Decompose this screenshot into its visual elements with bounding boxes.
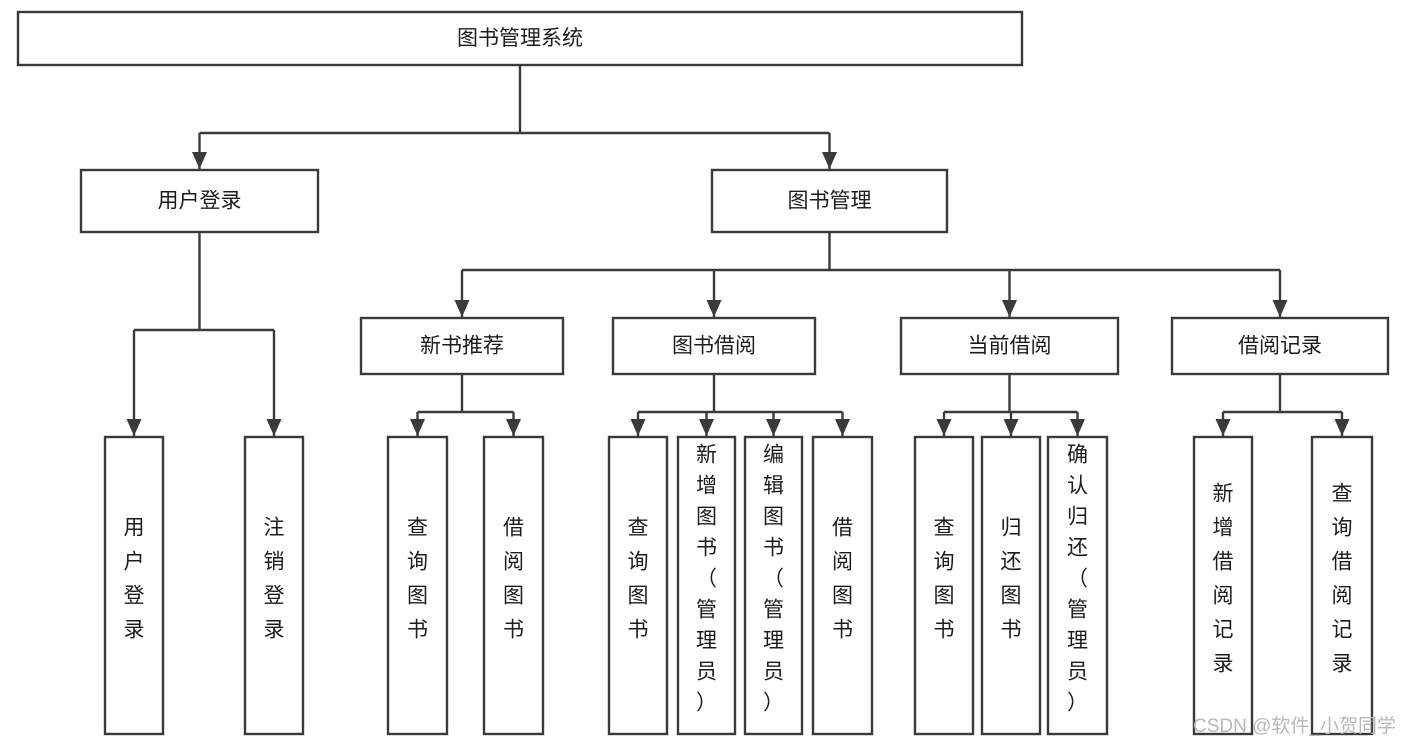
arrow-head-icon-leaf-7 bbox=[835, 419, 850, 436]
arrow-head-icon-leaf-0 bbox=[126, 419, 142, 436]
node-leaf-8[interactable]: 查询图书 bbox=[913, 435, 975, 736]
node-leaf-7[interactable]: 借阅图书 bbox=[811, 435, 874, 736]
node-leaf-1[interactable]: 注销登录 bbox=[243, 435, 305, 736]
node-level2-0[interactable]: 用户登录 bbox=[79, 168, 320, 234]
node-leaf-6-label: 编辑图书（管理员） bbox=[763, 444, 784, 715]
node-level3-3-label: 借阅记录 bbox=[1238, 335, 1322, 358]
arrow-head-icon-leaf-1 bbox=[266, 419, 282, 436]
arrow-head-icon-leaf-8 bbox=[936, 419, 952, 436]
node-leaf-5-box bbox=[676, 435, 737, 736]
node-leaf-3-label: 借阅图书 bbox=[503, 517, 524, 642]
node-level3-0-box bbox=[359, 316, 565, 376]
node-leaf-8-label: 查询图书 bbox=[934, 517, 955, 642]
csdn-watermark: CSDN @软件_小贺同学 bbox=[1193, 715, 1396, 737]
node-leaf-6[interactable]: 编辑图书（管理员） bbox=[743, 435, 804, 736]
node-leaf-0[interactable]: 用户登录 bbox=[103, 435, 165, 736]
arrow-head-icon-leaf-9 bbox=[1003, 419, 1019, 436]
node-level2-0-label: 用户登录 bbox=[158, 190, 242, 213]
node-leaf-10-box bbox=[1046, 435, 1109, 736]
node-layer: 图书管理系统用户登录图书管理新书推荐图书借阅当前借阅借阅记录用户登录注销登录查询… bbox=[16, 10, 1390, 736]
node-leaf-9[interactable]: 归还图书 bbox=[980, 435, 1042, 736]
arrow-head-icon-leaf-5 bbox=[699, 419, 714, 436]
arrow-head-icon-level3-3 bbox=[1272, 300, 1288, 317]
node-leaf-8-box bbox=[913, 435, 975, 736]
node-leaf-7-label: 借阅图书 bbox=[832, 517, 853, 642]
node-leaf-1-box bbox=[243, 435, 305, 736]
node-leaf-11-label: 新增借阅记录 bbox=[1213, 483, 1234, 676]
connector-layer bbox=[126, 65, 1350, 436]
node-level3-2-box bbox=[899, 316, 1120, 376]
node-level3-0-label: 新书推荐 bbox=[420, 335, 504, 358]
node-leaf-1-label: 注销登录 bbox=[264, 517, 285, 642]
arrow-head-icon-level2-1 bbox=[822, 152, 837, 169]
node-root-book-management-system-box bbox=[16, 10, 1024, 67]
node-level2-1-box bbox=[710, 168, 949, 234]
node-level2-0-box bbox=[79, 168, 320, 234]
arrow-head-icon-level3-0 bbox=[454, 300, 470, 317]
node-leaf-3[interactable]: 借阅图书 bbox=[482, 435, 545, 736]
arrow-head-icon-level3-1 bbox=[706, 300, 722, 317]
node-level3-1-box bbox=[611, 316, 817, 376]
arrow-head-icon-leaf-6 bbox=[766, 419, 781, 436]
node-leaf-11[interactable]: 新增借阅记录 bbox=[1192, 435, 1254, 736]
node-leaf-12-box bbox=[1310, 435, 1374, 736]
node-leaf-0-label: 用户登录 bbox=[124, 517, 145, 642]
node-leaf-9-box bbox=[980, 435, 1042, 736]
node-leaf-0-box bbox=[103, 435, 165, 736]
node-leaf-5[interactable]: 新增图书（管理员） bbox=[676, 435, 737, 736]
arrow-head-icon-level3-2 bbox=[1002, 300, 1017, 317]
node-leaf-12[interactable]: 查询借阅记录 bbox=[1310, 435, 1374, 736]
node-leaf-4-label: 查询图书 bbox=[628, 517, 649, 642]
node-leaf-12-label: 查询借阅记录 bbox=[1332, 483, 1353, 676]
node-leaf-10[interactable]: 确认归还（管理员） bbox=[1046, 435, 1109, 736]
node-leaf-5-label: 新增图书（管理员） bbox=[696, 444, 717, 715]
arrow-head-icon-leaf-11 bbox=[1215, 419, 1231, 436]
node-level3-2[interactable]: 当前借阅 bbox=[899, 316, 1120, 376]
node-leaf-2-label: 查询图书 bbox=[407, 517, 428, 642]
arrow-head-icon-leaf-2 bbox=[410, 419, 425, 436]
node-root-book-management-system[interactable]: 图书管理系统 bbox=[16, 10, 1024, 67]
node-leaf-9-label: 归还图书 bbox=[1001, 517, 1022, 642]
node-leaf-3-box bbox=[482, 435, 545, 736]
arrow-head-icon-level2-0 bbox=[192, 152, 207, 169]
node-leaf-6-box bbox=[743, 435, 804, 736]
node-level3-1[interactable]: 图书借阅 bbox=[611, 316, 817, 376]
node-level3-3[interactable]: 借阅记录 bbox=[1170, 316, 1390, 376]
node-level3-1-label: 图书借阅 bbox=[672, 335, 756, 358]
node-level2-1-label: 图书管理 bbox=[788, 190, 872, 213]
arrow-head-icon-leaf-4 bbox=[630, 419, 646, 436]
node-level3-3-box bbox=[1170, 316, 1390, 376]
node-level3-0[interactable]: 新书推荐 bbox=[359, 316, 565, 376]
arrow-head-icon-leaf-10 bbox=[1070, 419, 1085, 436]
node-root-book-management-system-label: 图书管理系统 bbox=[457, 27, 583, 50]
node-level3-2-label: 当前借阅 bbox=[968, 335, 1052, 358]
node-leaf-4-box bbox=[607, 435, 669, 736]
arrow-head-icon-leaf-3 bbox=[506, 419, 521, 436]
node-leaf-7-box bbox=[811, 435, 874, 736]
node-leaf-11-box bbox=[1192, 435, 1254, 736]
node-leaf-4[interactable]: 查询图书 bbox=[607, 435, 669, 736]
arrow-head-icon-leaf-12 bbox=[1334, 419, 1350, 436]
node-leaf-2-box bbox=[386, 435, 449, 736]
node-leaf-10-label: 确认归还（管理员） bbox=[1067, 444, 1088, 715]
node-level2-1[interactable]: 图书管理 bbox=[710, 168, 949, 234]
node-leaf-2[interactable]: 查询图书 bbox=[386, 435, 449, 736]
